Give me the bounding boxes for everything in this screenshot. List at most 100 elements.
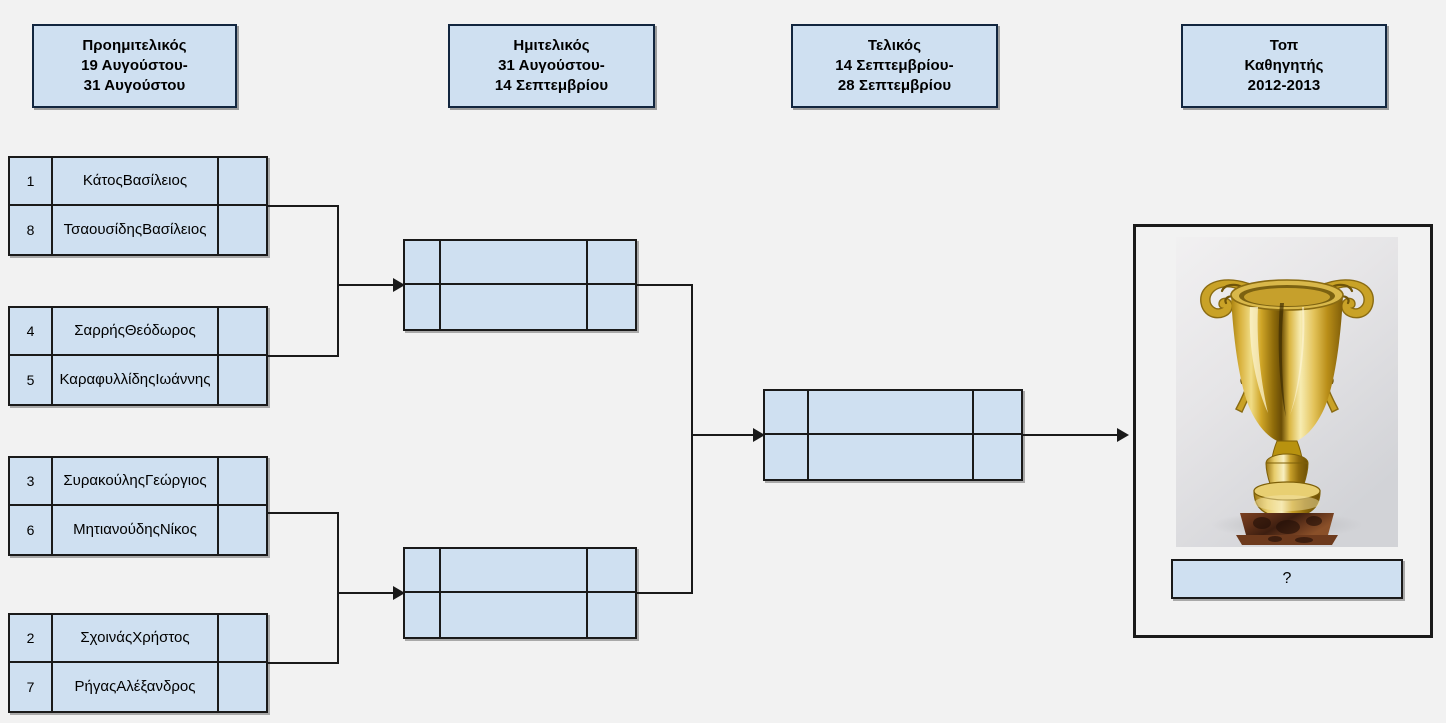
- player-qf3-top-firstname: Γεώργιος: [145, 471, 207, 489]
- player-qf3-bottom: Μητιανούδης Νίκος: [53, 506, 219, 554]
- table-row[interactable]: 3 Συρακούλης Γεώργιος: [10, 458, 266, 506]
- match-quarterfinal-1[interactable]: 1 Κάτος Βασίλειος 8 Τσαουσίδης Βασίλειος: [8, 156, 268, 256]
- table-row[interactable]: [405, 241, 635, 285]
- table-row[interactable]: 7 Ρήγας Αλέξανδρος: [10, 663, 266, 711]
- score-qf4-bottom[interactable]: [219, 663, 266, 711]
- round-header-quarterfinal: Προημιτελικός 19 Αυγούστου- 31 Αυγούστου: [32, 24, 237, 108]
- player-qf4-bottom-firstname: Αλέξανδρος: [116, 677, 196, 695]
- player-qf1-bottom-firstname: Βασίλειος: [142, 220, 207, 238]
- table-row[interactable]: [765, 391, 1021, 435]
- score-qf3-bottom[interactable]: [219, 506, 266, 554]
- player-qf1-bottom-surname: Τσαουσίδης: [63, 220, 143, 238]
- seed-qf1-bottom: 8: [10, 206, 53, 254]
- round-header-semifinal-title: Ημιτελικός: [513, 37, 590, 55]
- score-sf1-top[interactable]: [588, 241, 635, 283]
- player-qf4-bottom: Ρήγας Αλέξανδρος: [53, 663, 219, 711]
- match-quarterfinal-4[interactable]: 2 Σχοινάς Χρήστος 7 Ρήγας Αλέξανδρος: [8, 613, 268, 713]
- connector-sf-to-final-stem: [691, 434, 759, 436]
- player-qf2-top-surname: Σαρρής: [74, 321, 125, 339]
- player-qf3-top-surname: Συρακούλης: [63, 471, 145, 489]
- match-semifinal-2[interactable]: [403, 547, 637, 639]
- table-row[interactable]: 2 Σχοινάς Χρήστος: [10, 615, 266, 663]
- round-header-champion-title: Τοπ: [1269, 37, 1299, 55]
- player-qf4-top-surname: Σχοινάς: [80, 628, 133, 646]
- connector-qf3-to-sf2-horizontal: [268, 512, 338, 514]
- seed-sf2-bottom: [405, 593, 441, 637]
- arrow-into-semifinal-1: [393, 278, 405, 292]
- seed-qf1-top: 1: [10, 158, 53, 204]
- score-qf2-bottom[interactable]: [219, 356, 266, 404]
- seed-sf1-bottom: [405, 285, 441, 329]
- round-header-final-date-end: 28 Σεπτεμβρίου: [837, 76, 952, 94]
- player-qf2-top-firstname: Θεόδωρος: [124, 321, 196, 339]
- round-header-semifinal: Ημιτελικός 31 Αυγούστου- 14 Σεπτεμβρίου: [448, 24, 655, 108]
- round-header-quarterfinal-title: Προημιτελικός: [82, 37, 187, 55]
- round-header-semifinal-date-start: 31 Αυγούστου-: [498, 57, 605, 75]
- player-sf1-top: [441, 241, 588, 283]
- round-header-champion-subtitle: Καθηγητής: [1244, 57, 1324, 75]
- player-final-bottom: [809, 435, 974, 479]
- player-qf4-bottom-surname: Ρήγας: [74, 677, 117, 695]
- table-row[interactable]: 4 Σαρρής Θεόδωρος: [10, 308, 266, 356]
- arrow-into-champion: [1117, 428, 1129, 442]
- table-row[interactable]: 1 Κάτος Βασίλειος: [10, 158, 266, 206]
- score-final-top[interactable]: [974, 391, 1021, 433]
- connector-qf-pair2-vertical: [337, 512, 339, 664]
- connector-final-to-champion: [1023, 434, 1123, 436]
- score-final-bottom[interactable]: [974, 435, 1021, 479]
- match-final[interactable]: [763, 389, 1023, 481]
- player-qf1-bottom: Τσαουσίδης Βασίλειος: [53, 206, 219, 254]
- player-qf4-top-firstname: Χρήστος: [132, 628, 190, 646]
- round-header-quarterfinal-date-end: 31 Αυγούστου: [83, 76, 186, 94]
- round-header-final-title: Τελικός: [867, 37, 922, 55]
- table-row[interactable]: [765, 435, 1021, 479]
- player-qf2-top: Σαρρής Θεόδωρος: [53, 308, 219, 354]
- table-row[interactable]: 8 Τσαουσίδης Βασίλειος: [10, 206, 266, 254]
- arrow-into-semifinal-2: [393, 586, 405, 600]
- score-qf1-top[interactable]: [219, 158, 266, 204]
- connector-pair2-to-sf2-stem: [337, 592, 399, 594]
- player-qf1-top-firstname: Βασίλειος: [122, 171, 188, 189]
- score-qf1-bottom[interactable]: [219, 206, 266, 254]
- connector-qf2-to-sf1-horizontal: [268, 355, 338, 357]
- match-quarterfinal-3[interactable]: 3 Συρακούλης Γεώργιος 6 Μητιανούδης Νίκο…: [8, 456, 268, 556]
- connector-sf-pair-vertical: [691, 284, 693, 594]
- match-semifinal-1[interactable]: [403, 239, 637, 331]
- connector-sf2-to-final-horizontal: [637, 592, 692, 594]
- champion-placeholder: ?: [1282, 570, 1292, 587]
- table-row[interactable]: 6 Μητιανούδης Νίκος: [10, 506, 266, 554]
- player-qf3-top: Συρακούλης Γεώργιος: [53, 458, 219, 504]
- seed-sf2-top: [405, 549, 441, 591]
- table-row[interactable]: [405, 593, 635, 637]
- seed-qf2-bottom: 5: [10, 356, 53, 404]
- player-qf2-bottom-surname: Καραφυλλίδης: [59, 370, 156, 388]
- match-quarterfinal-2[interactable]: 4 Σαρρής Θεόδωρος 5 Καραφυλλίδης Ιωάννης: [8, 306, 268, 406]
- score-qf4-top[interactable]: [219, 615, 266, 661]
- player-qf4-top: Σχοινάς Χρήστος: [53, 615, 219, 661]
- trophy-icon: [1176, 237, 1398, 547]
- table-row[interactable]: [405, 285, 635, 329]
- score-sf2-bottom[interactable]: [588, 593, 635, 637]
- seed-qf4-bottom: 7: [10, 663, 53, 711]
- round-header-quarterfinal-date-start: 19 Αυγούστου-: [81, 57, 188, 75]
- seed-qf3-bottom: 6: [10, 506, 53, 554]
- connector-qf4-to-sf2-horizontal: [268, 662, 338, 664]
- connector-sf1-to-final-horizontal: [637, 284, 692, 286]
- score-sf2-top[interactable]: [588, 549, 635, 591]
- player-sf1-bottom: [441, 285, 588, 329]
- champion-name-box[interactable]: ?: [1171, 559, 1403, 599]
- score-sf1-bottom[interactable]: [588, 285, 635, 329]
- round-header-final-date-start: 14 Σεπτεμβρίου-: [835, 57, 954, 75]
- seed-qf2-top: 4: [10, 308, 53, 354]
- table-row[interactable]: 5 Καραφυλλίδης Ιωάννης: [10, 356, 266, 404]
- player-sf2-bottom: [441, 593, 588, 637]
- round-header-final: Τελικός 14 Σεπτεμβρίου- 28 Σεπτεμβρίου: [791, 24, 998, 108]
- connector-qf-pair1-vertical: [337, 205, 339, 357]
- table-row[interactable]: [405, 549, 635, 593]
- score-qf3-top[interactable]: [219, 458, 266, 504]
- seed-sf1-top: [405, 241, 441, 283]
- score-qf2-top[interactable]: [219, 308, 266, 354]
- player-final-top: [809, 391, 974, 433]
- player-qf1-top: Κάτος Βασίλειος: [53, 158, 219, 204]
